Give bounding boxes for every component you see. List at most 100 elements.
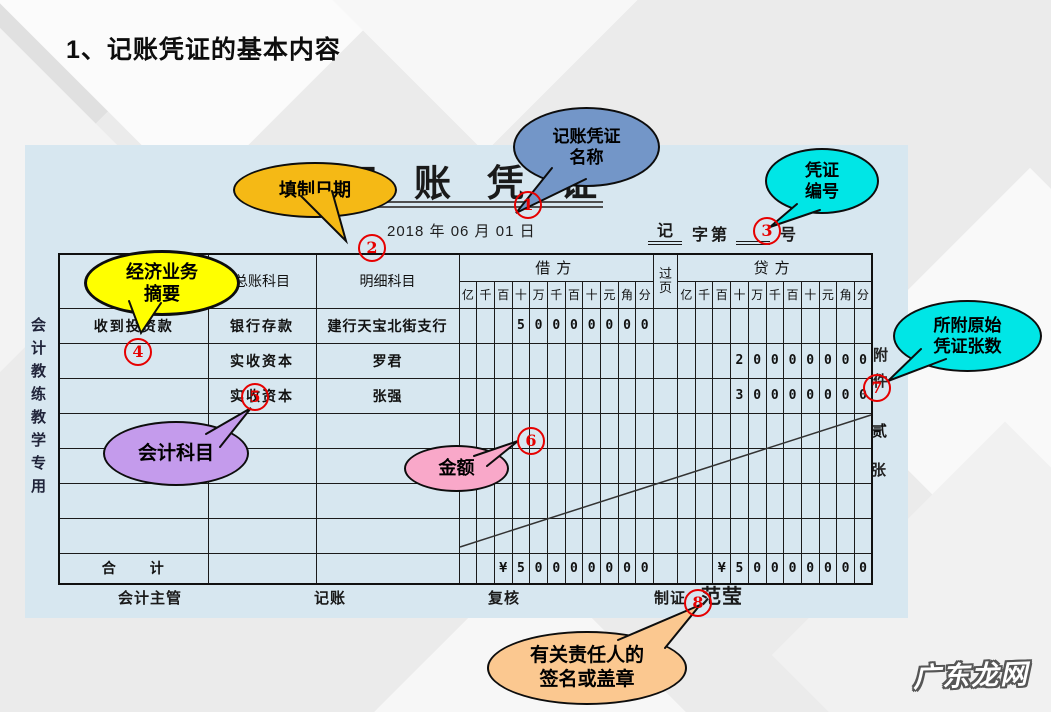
cell-debit-digit bbox=[564, 447, 584, 484]
voucher-number-line: 记 字第 号 bbox=[648, 217, 796, 245]
cell-debit-digit bbox=[493, 412, 513, 449]
cell-debit-digit: 0 bbox=[546, 307, 566, 344]
cell-summary bbox=[58, 482, 209, 519]
cell-debit-digit bbox=[564, 412, 584, 449]
cell-credit-digit bbox=[853, 412, 873, 449]
cell-credit-digit bbox=[694, 342, 714, 379]
cell-debit-digit bbox=[511, 482, 531, 519]
cell-credit-digit: ¥ bbox=[712, 552, 732, 585]
cell-debit-digit bbox=[476, 377, 495, 414]
cell-credit-digit: 0 bbox=[765, 377, 785, 414]
cell-debit-digit: 0 bbox=[564, 552, 584, 585]
cell-debit-digit bbox=[493, 342, 513, 379]
cell-summary bbox=[58, 377, 209, 414]
cell-debit-digit: 0 bbox=[582, 307, 601, 344]
voucher-number-suffix: 号 bbox=[780, 227, 797, 244]
cell-credit-digit bbox=[712, 517, 732, 554]
cell-debit-digit bbox=[635, 517, 655, 554]
cell-debit-digit bbox=[529, 377, 548, 414]
cell-debit-digit bbox=[564, 482, 584, 519]
cell-debit-digit bbox=[458, 342, 478, 379]
cell-credit-digit: 0 bbox=[818, 552, 838, 585]
cell-debit-digit bbox=[635, 482, 655, 519]
side-text-left: 会计教练教学专用 bbox=[29, 317, 46, 501]
header-digit-unit: 分 bbox=[853, 280, 873, 309]
cell-debit-digit bbox=[493, 517, 513, 554]
cell-credit-digit bbox=[783, 412, 802, 449]
cell-credit-digit bbox=[765, 482, 785, 519]
header-digit-unit: 角 bbox=[617, 280, 637, 309]
cell-debit-digit: 0 bbox=[529, 307, 548, 344]
cell-detail: 建行天宝北街支行 bbox=[315, 307, 460, 344]
cell-debit-digit bbox=[564, 377, 584, 414]
voucher-number-middle: 字第 bbox=[692, 227, 731, 244]
header-digit-unit: 百 bbox=[712, 280, 732, 309]
cell-debit-digit bbox=[582, 482, 601, 519]
cell-debit-digit bbox=[458, 377, 478, 414]
cell-credit-digit bbox=[800, 307, 820, 344]
cell-debit-digit bbox=[511, 342, 531, 379]
cell-debit-digit bbox=[476, 342, 495, 379]
cell-credit-digit bbox=[818, 482, 838, 519]
cell-credit-digit bbox=[730, 482, 749, 519]
cell-debit-digit bbox=[600, 342, 619, 379]
cell-debit-digit bbox=[546, 412, 566, 449]
cell-debit-digit: 0 bbox=[546, 552, 566, 585]
cell-debit-digit: ¥ bbox=[493, 552, 513, 585]
cell-debit-digit bbox=[529, 517, 548, 554]
cell-carry-over bbox=[653, 447, 679, 484]
attachment-unit: 张 bbox=[871, 462, 887, 479]
cell-general-ledger bbox=[207, 517, 317, 554]
cell-debit-digit bbox=[546, 342, 566, 379]
cell-general-ledger: 银行存款 bbox=[207, 307, 317, 344]
cell-credit-digit bbox=[836, 482, 855, 519]
cell-debit-digit bbox=[564, 517, 584, 554]
cell-debit-digit bbox=[635, 447, 655, 484]
cell-summary bbox=[58, 517, 209, 554]
cell-credit-digit bbox=[783, 307, 802, 344]
cell-credit-digit: 0 bbox=[783, 552, 802, 585]
cell-credit-digit bbox=[694, 377, 714, 414]
header-digit-unit: 元 bbox=[818, 280, 838, 309]
cell-debit-digit: 5 bbox=[511, 307, 531, 344]
cell-credit-digit bbox=[677, 482, 696, 519]
cell-debit-digit bbox=[476, 517, 495, 554]
cell-debit-digit bbox=[458, 517, 478, 554]
cell-debit-digit: 0 bbox=[529, 552, 548, 585]
cell-credit-digit: 0 bbox=[800, 342, 820, 379]
cell-credit-digit bbox=[800, 517, 820, 554]
cell-debit-digit bbox=[546, 517, 566, 554]
header-digit-unit: 万 bbox=[529, 280, 548, 309]
cell-credit-digit bbox=[765, 307, 785, 344]
cell-credit-digit bbox=[747, 307, 767, 344]
cell-credit-digit bbox=[818, 447, 838, 484]
cell-credit-digit bbox=[783, 482, 802, 519]
header-digit-unit: 千 bbox=[476, 280, 495, 309]
cell-debit-digit bbox=[546, 447, 566, 484]
cell-credit-digit bbox=[694, 517, 714, 554]
cell-debit-digit bbox=[511, 377, 531, 414]
header-digit-unit: 十 bbox=[582, 280, 601, 309]
cell-credit-digit: 0 bbox=[747, 377, 767, 414]
cell-debit-digit bbox=[582, 447, 601, 484]
header-digit-unit: 十 bbox=[511, 280, 531, 309]
cell-debit-digit bbox=[493, 482, 513, 519]
cell-debit-digit: 0 bbox=[600, 307, 619, 344]
cell-credit-digit: 0 bbox=[800, 552, 820, 585]
header-digit-unit: 角 bbox=[836, 280, 855, 309]
header-detail: 明细科目 bbox=[315, 253, 460, 309]
cell-credit-digit bbox=[677, 517, 696, 554]
cell-debit-digit bbox=[564, 342, 584, 379]
cell-credit-digit bbox=[677, 377, 696, 414]
signature-bookkeeper: 记账 bbox=[314, 590, 347, 607]
cell-credit-digit bbox=[747, 517, 767, 554]
cell-debit-digit bbox=[546, 377, 566, 414]
cell-debit-digit bbox=[476, 307, 495, 344]
cell-debit-digit bbox=[617, 447, 637, 484]
cell-credit-digit bbox=[836, 412, 855, 449]
cell-debit-digit bbox=[600, 482, 619, 519]
cell-credit-digit bbox=[730, 447, 749, 484]
